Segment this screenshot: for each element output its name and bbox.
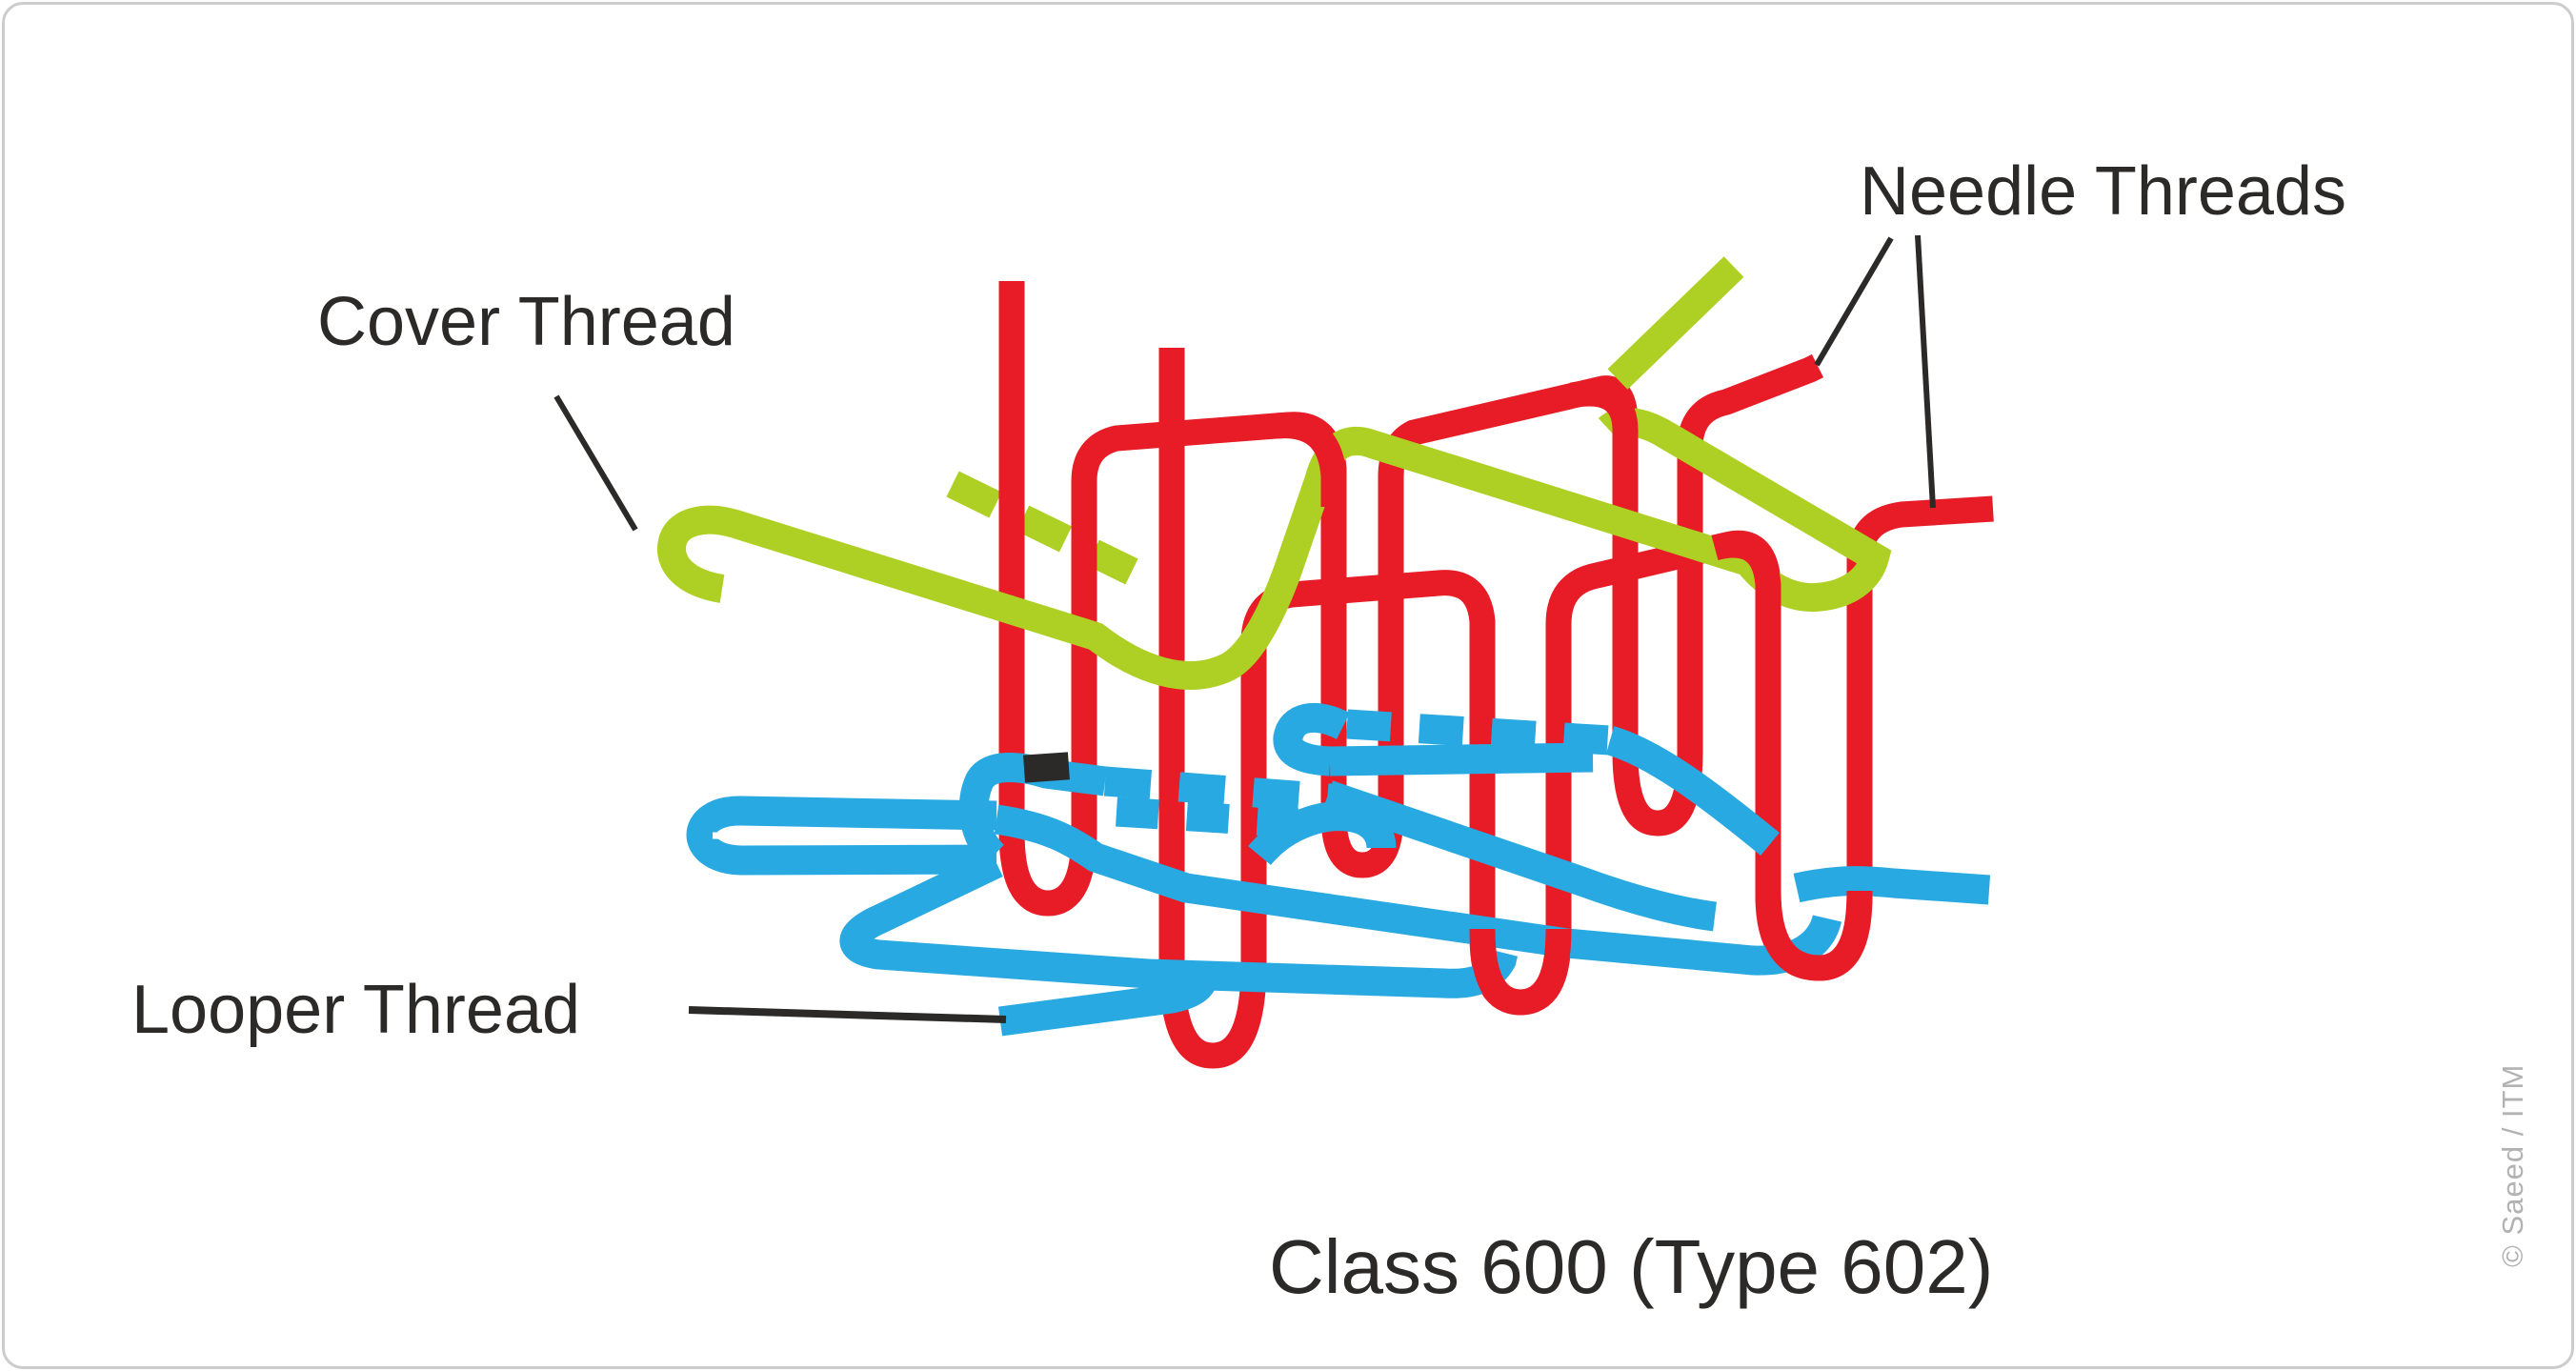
diagram-caption: Class 600 (Type 602): [1269, 1224, 1994, 1309]
annotation-layer: [553, 234, 1936, 1023]
needle-underloop-over-looper-1: [1469, 928, 1572, 1016]
looper-thread-end-run: [1793, 866, 1991, 905]
needle-underloop-over-looper-2: [1755, 890, 1873, 981]
cover-thread-hidden-segment: [946, 471, 1138, 585]
looper-thread-arc: [1248, 801, 1397, 866]
looper-thread-loose-end: [997, 965, 1218, 1037]
hidden-strand-layer: [946, 471, 1138, 585]
looper-thread-return-tip: [1273, 703, 1350, 776]
watermark-credit: © Saeed / ITM: [2496, 1063, 2529, 1267]
needle-thread-back-path: [998, 281, 1824, 917]
looper-thread-diagonal-2: [1605, 726, 1780, 856]
needle-thread-overlaps: [1275, 380, 1781, 621]
cover-thread-leader-line: [553, 394, 638, 532]
looper-thread-diagonal-1: [1322, 780, 1718, 932]
needle-hook-over-cover-1: [1275, 413, 1347, 507]
label-looper-thread: Looper Thread: [131, 972, 581, 1048]
needle-threads-leader-line-2: [1915, 234, 1936, 509]
label-cover-thread: Cover Thread: [317, 284, 735, 360]
cover-thread-loose-end: [1607, 256, 1744, 390]
looper-loop-slit: [712, 832, 969, 843]
looper-thread-dashed-run-1: [1103, 766, 1334, 814]
needle-underloop-overlaps: [1469, 890, 1873, 1016]
looper-thread-dashed-run-2: [1346, 709, 1611, 756]
cover-thread-path: [657, 408, 1892, 690]
looper-thread-dashed-run-1b: [1116, 796, 1298, 838]
looper-thread-long-pass: [994, 804, 1842, 976]
looper-thread-group: [686, 703, 1991, 1037]
looper-thread-left-loop: [686, 796, 997, 876]
looper-thread-leader-line: [688, 1006, 1007, 1023]
fabric-edge-marker: [1023, 752, 1070, 783]
needle-hook-over-cover-3: [1711, 532, 1781, 621]
label-needle-threads: Needle Threads: [1860, 153, 2346, 230]
cover-thread-group: [657, 256, 1892, 690]
looper-thread-band: [1329, 742, 1594, 776]
needle-hook-over-cover-2: [1569, 380, 1639, 469]
needle-threads-leader-line-1: [1814, 236, 1894, 367]
